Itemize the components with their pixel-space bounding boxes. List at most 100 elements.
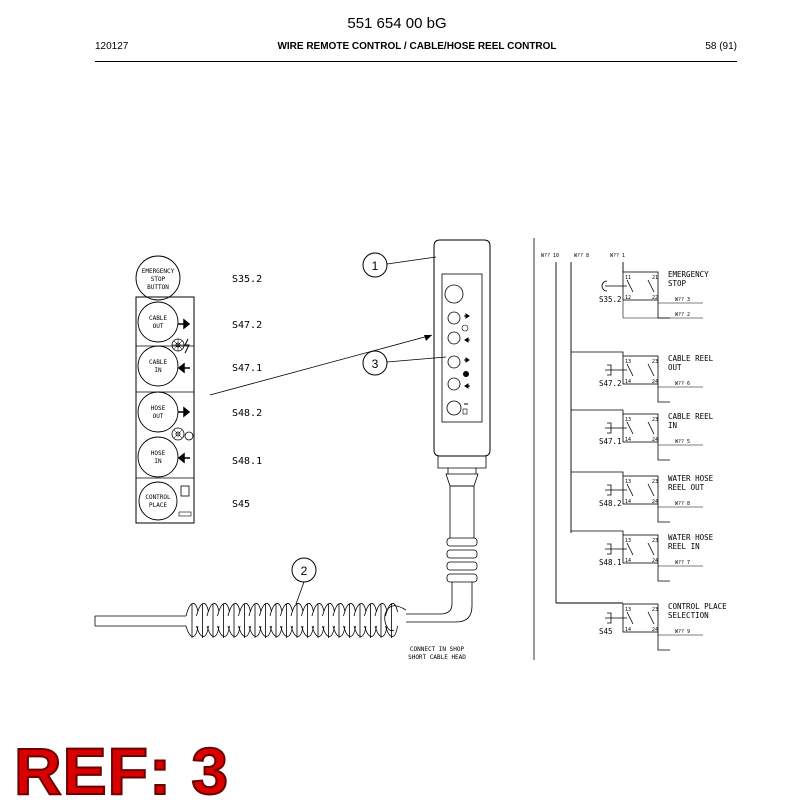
arrow-right-icon: [178, 318, 191, 330]
terminal-number: 24: [652, 437, 658, 443]
contact-symbol: [626, 279, 655, 293]
terminal-number: 21: [652, 275, 658, 281]
contact-symbol: [626, 542, 655, 556]
wiring-schematic: W?? 10 W?? 8 W?? 1: [533, 238, 625, 660]
wire-number: W?? 8: [675, 501, 690, 507]
legend-label: IN: [154, 458, 162, 465]
legend-label: CABLE: [149, 315, 167, 322]
terminal-number: 24: [652, 499, 658, 505]
component-reference: S47.1: [599, 437, 622, 446]
circuit-name: OUT: [668, 363, 682, 372]
contact-symbol: [626, 483, 655, 497]
wire-segment: [605, 617, 670, 651]
contact-symbol: [626, 363, 655, 377]
terminal-number: 24: [652, 379, 658, 385]
cable-coil-loops: [185, 603, 398, 638]
document-number: 551 654 00 bG: [347, 15, 447, 32]
legend-label: HOSE: [151, 405, 166, 412]
terminal-number: 24: [652, 558, 658, 564]
component-reference: S48.2: [599, 499, 622, 508]
terminal-number: 13: [625, 479, 631, 485]
circuit-name: REEL OUT: [668, 483, 705, 492]
wire-label: W?? 10: [541, 253, 559, 259]
hose-reel-icon: [171, 427, 194, 441]
circuit-name: SELECTION: [668, 611, 709, 620]
reference-designation: S47.1: [232, 363, 262, 374]
reference-designation: S45: [232, 499, 250, 510]
emergency-stop-icon: [135, 255, 181, 301]
legend-label: IN: [154, 367, 162, 374]
circuit-name: EMERGENCY: [668, 270, 709, 279]
terminal-number: 22: [652, 295, 658, 301]
bus-tap: [571, 351, 624, 356]
callout-2: 2: [291, 557, 317, 605]
legend-label: BUTTON: [147, 284, 169, 291]
header-rule: [95, 61, 737, 62]
legend-label: HOSE: [151, 450, 166, 457]
circuit-name: REEL IN: [668, 542, 700, 551]
callout-1: 1: [362, 252, 437, 278]
pushbutton-symbol: [607, 484, 612, 496]
terminal-number: 14: [625, 558, 631, 564]
coiled-cable: [94, 592, 473, 632]
terminal-number: 13: [625, 538, 631, 544]
reference-list: S35.2 S47.2 S47.1 S48.2 S48.1 S45: [232, 274, 262, 510]
legend-label: EMERGENCY: [142, 268, 175, 275]
legend-label: OUT: [153, 413, 164, 420]
legend-label: CABLE: [149, 359, 167, 366]
button-legend-panel: EMERGENCY STOP BUTTON CABLE OUT CABLE IN…: [135, 255, 195, 524]
wire-number: W?? 6: [675, 381, 690, 387]
hose-out-button-icon: [137, 391, 179, 433]
coil-loop: [185, 603, 398, 638]
wire-segment: [605, 369, 670, 403]
circuit-name: CABLE REEL: [668, 354, 714, 363]
leader-line: [209, 334, 433, 396]
component-reference: S47.2: [599, 379, 622, 388]
terminal-number: 14: [625, 379, 631, 385]
reference-label: REF: 3: [13, 734, 230, 808]
wire-segment: [605, 548, 670, 582]
cable-note-line: SHORT CABLE HEAD: [408, 654, 466, 661]
terminal-number: 13: [625, 359, 631, 365]
reference-designation: S47.2: [232, 320, 262, 331]
circuit-name: STOP: [668, 279, 687, 288]
arrow-left-icon: [177, 362, 190, 374]
control-place-button-icon: [138, 481, 178, 521]
contact-symbol: [626, 611, 655, 625]
page-number: 58 (91): [705, 41, 737, 52]
legend-label: CONTROL: [145, 494, 171, 501]
legend-label: OUT: [153, 323, 164, 330]
reference-designation: S48.2: [232, 408, 262, 419]
terminal-number: 12: [625, 295, 631, 301]
terminal-number: 23: [652, 538, 658, 544]
control-place-icon: [180, 485, 190, 497]
callout-number: 3: [372, 357, 379, 371]
wire-number: W?? 2: [675, 312, 690, 318]
terminal-number: 11: [625, 275, 631, 281]
section-title: WIRE REMOTE CONTROL / CABLE/HOSE REEL CO…: [277, 41, 557, 52]
callout-number: 2: [301, 564, 308, 578]
wire-number: W?? 3: [675, 297, 690, 303]
terminal-number: 23: [652, 607, 658, 613]
mushroom-button-symbol: [601, 280, 608, 292]
callout-3: 3: [362, 350, 447, 376]
circuit-name: CABLE REEL: [668, 412, 714, 421]
cable-reel-icon: [171, 338, 190, 354]
cable-out-button-icon: [137, 301, 179, 343]
legend-label: PLACE: [149, 502, 167, 509]
wire-label: W?? 1: [610, 253, 625, 259]
terminal-number: 14: [625, 437, 631, 443]
pushbutton-symbol: [607, 364, 612, 376]
terminal-number: 23: [652, 359, 658, 365]
wire-number: W?? 5: [675, 439, 690, 445]
component-reference: S35.2: [599, 295, 622, 304]
terminal-number: 23: [652, 479, 658, 485]
contact-symbol: [626, 421, 655, 435]
wire-number: W?? 9: [675, 629, 690, 635]
circuit-name: IN: [668, 421, 677, 430]
arrow-right-icon: [178, 406, 191, 418]
bus-tap: [571, 471, 624, 476]
bus-tap: [571, 409, 624, 414]
component-reference: S48.1: [599, 558, 622, 567]
